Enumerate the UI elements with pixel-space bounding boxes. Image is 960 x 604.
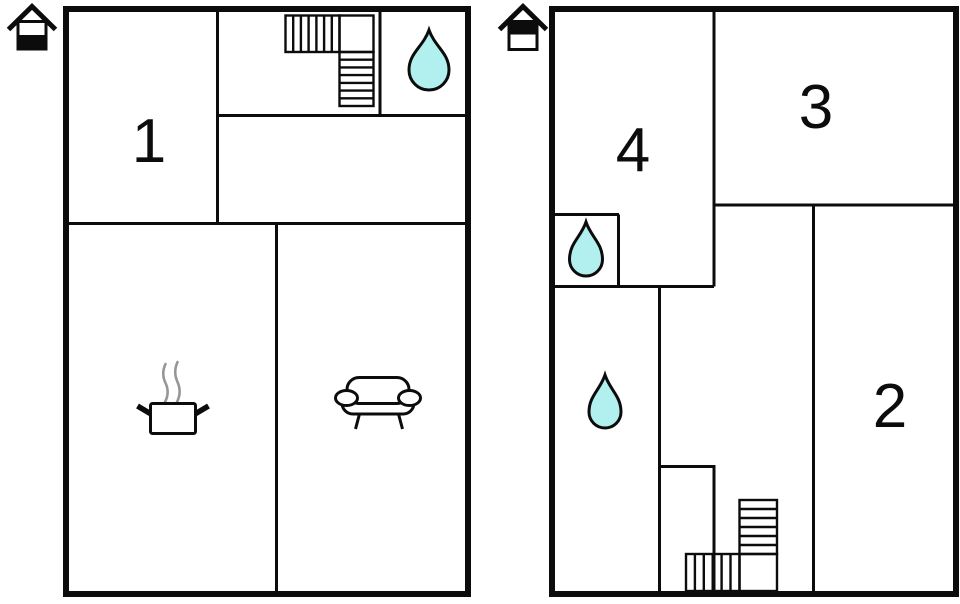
cooking-pot-icon: [136, 360, 210, 435]
pot-body: [149, 402, 197, 435]
staircase-icon: [284, 14, 375, 108]
stair-flight-vertical: [338, 50, 375, 108]
water-drop-icon: [587, 370, 623, 430]
sofa-armrest-left: [334, 389, 359, 407]
house-lower-level-marked-icon: [6, 3, 58, 51]
stair-treads-horizontal: [693, 554, 732, 591]
room-3-label: 3: [799, 73, 833, 142]
stair-treads-horizontal: [292, 15, 333, 52]
house-upper-level-marked-icon: [497, 3, 549, 51]
house-roof: [497, 3, 549, 32]
stair-landing: [738, 552, 779, 593]
room-4-label: 4: [616, 116, 650, 185]
sofa-icon: [334, 376, 422, 430]
upper-level-fill: [510, 23, 536, 35]
outer-wall: [549, 6, 959, 597]
stair-landing: [338, 14, 375, 54]
house-roof: [6, 3, 58, 32]
closet-walls: [659, 465, 716, 594]
steam-line: [173, 360, 181, 404]
staircase-icon: [684, 498, 779, 593]
pot-handles: [136, 403, 210, 417]
water-drop-icon: [567, 217, 605, 278]
ground-floor-plan: 1: [63, 6, 471, 597]
room-1-label: 1: [132, 107, 166, 176]
outer-wall: [63, 6, 471, 597]
stair-treads-vertical: [739, 507, 777, 547]
sofa-armrest-right: [397, 389, 422, 407]
steam-line: [161, 362, 169, 404]
room-2-label: 2: [873, 372, 907, 441]
upper-floor-plan: 4 3 2: [549, 6, 959, 597]
water-drop-icon: [407, 25, 451, 92]
stair-treads-vertical: [339, 58, 374, 100]
lower-level-fill: [19, 35, 45, 48]
sofa-legs: [354, 413, 404, 430]
